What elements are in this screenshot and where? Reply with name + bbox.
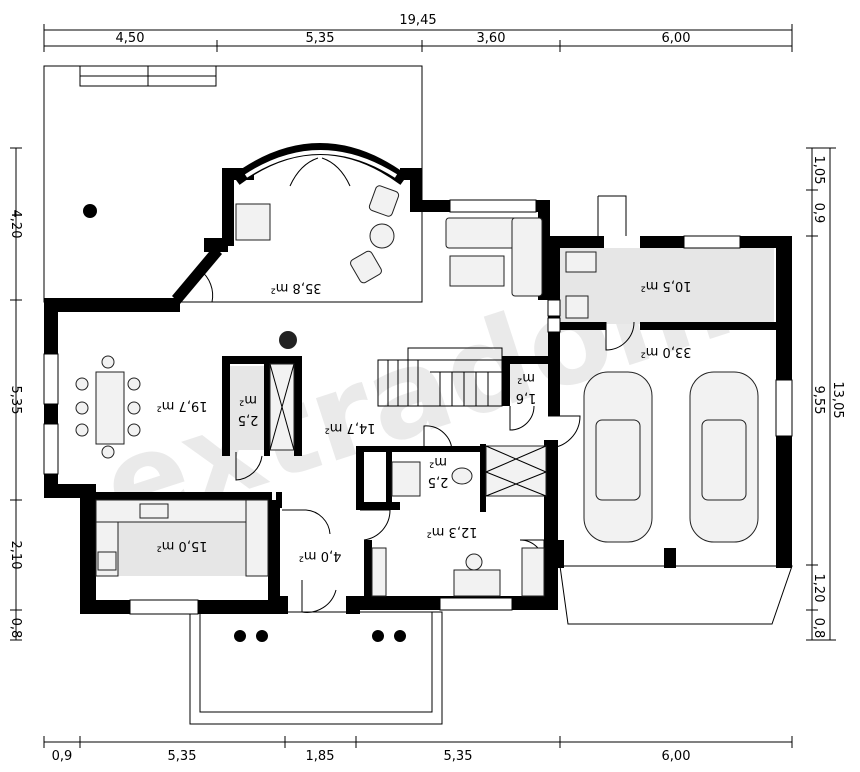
dim-bottom-1: 0,9 <box>52 749 73 764</box>
room-area-stair: 1,6 <box>516 390 537 405</box>
plant <box>279 331 297 349</box>
room-area-pantry: 2,5 <box>238 412 259 427</box>
dim-bottom-5: 6,00 <box>662 749 691 764</box>
pantry-shelves <box>269 363 295 451</box>
dim-left-4: 0,8 <box>8 618 23 639</box>
dim-right-total: 13,05 <box>830 381 845 418</box>
dim-top-3: 3,60 <box>477 31 506 46</box>
terrace-bottom <box>189 611 443 725</box>
fireplace <box>235 203 271 241</box>
dim-top-1: 4,50 <box>116 31 145 46</box>
room-area-garage: 33,0 m² <box>641 344 692 359</box>
office-desk <box>371 547 545 597</box>
room-unit-pantry: m² <box>239 392 257 407</box>
dimension-left: 4,20 5,35 2,10 0,8 <box>8 147 23 641</box>
room-unit-wc: m² <box>429 454 447 469</box>
cars <box>583 371 759 543</box>
dim-bottom-3: 1,85 <box>306 749 335 764</box>
hall-wardrobe <box>485 445 547 497</box>
boiler-fixtures <box>565 251 597 319</box>
dim-right-4: 1,20 <box>811 574 826 603</box>
terrace-top <box>43 65 423 303</box>
room-labels: 35,8 m² 19,7 m² 2,5 m² 14,7 m² 1,6 m² 2,… <box>157 278 692 563</box>
windows <box>43 199 793 615</box>
kitchen-units <box>95 499 269 577</box>
dim-right-2: 0,9 <box>811 203 826 224</box>
dim-left-2: 5,35 <box>8 386 23 415</box>
dining-table <box>75 355 141 459</box>
room-area-wc: 2,5 <box>428 474 449 489</box>
dimension-right: 1,05 0,9 9,55 1,20 0,8 13,05 <box>806 147 845 641</box>
staircase <box>377 347 503 407</box>
dim-left-3: 2,10 <box>8 541 23 570</box>
room-area-office: 12,3 m² <box>427 524 478 539</box>
garage-canopy <box>559 565 793 625</box>
dimension-top: 19,45 4,50 5,35 3,60 6,00 <box>43 13 793 52</box>
bay-window <box>232 143 408 187</box>
dim-left-1: 4,20 <box>8 210 23 239</box>
room-area-boiler: 10,5 m² <box>641 278 692 293</box>
room-area-living: 35,8 m² <box>271 280 322 295</box>
room-area-dining: 19,7 m² <box>157 398 208 413</box>
room-area-kitchen: 15,0 m² <box>157 538 208 553</box>
dim-right-5: 0,8 <box>811 618 826 639</box>
dim-top-total: 19,45 <box>399 13 436 28</box>
room-area-hall: 14,7 m² <box>325 420 376 435</box>
room-area-vestibule: 4,0 m² <box>299 548 342 563</box>
room-unit-stair: m² <box>517 370 535 385</box>
pantry-floor <box>230 366 264 450</box>
dim-right-1: 1,05 <box>811 156 826 185</box>
dim-right-3: 9,55 <box>811 386 826 415</box>
living-sofa <box>445 217 543 297</box>
dim-bottom-4: 5,35 <box>444 749 473 764</box>
dimension-bottom: 0,9 5,35 1,85 5,35 6,00 <box>43 736 793 764</box>
dim-top-2: 5,35 <box>306 31 335 46</box>
dim-bottom-2: 5,35 <box>168 749 197 764</box>
living-armchairs <box>350 185 400 284</box>
wc-fixtures <box>391 461 473 497</box>
dim-top-4: 6,00 <box>662 31 691 46</box>
